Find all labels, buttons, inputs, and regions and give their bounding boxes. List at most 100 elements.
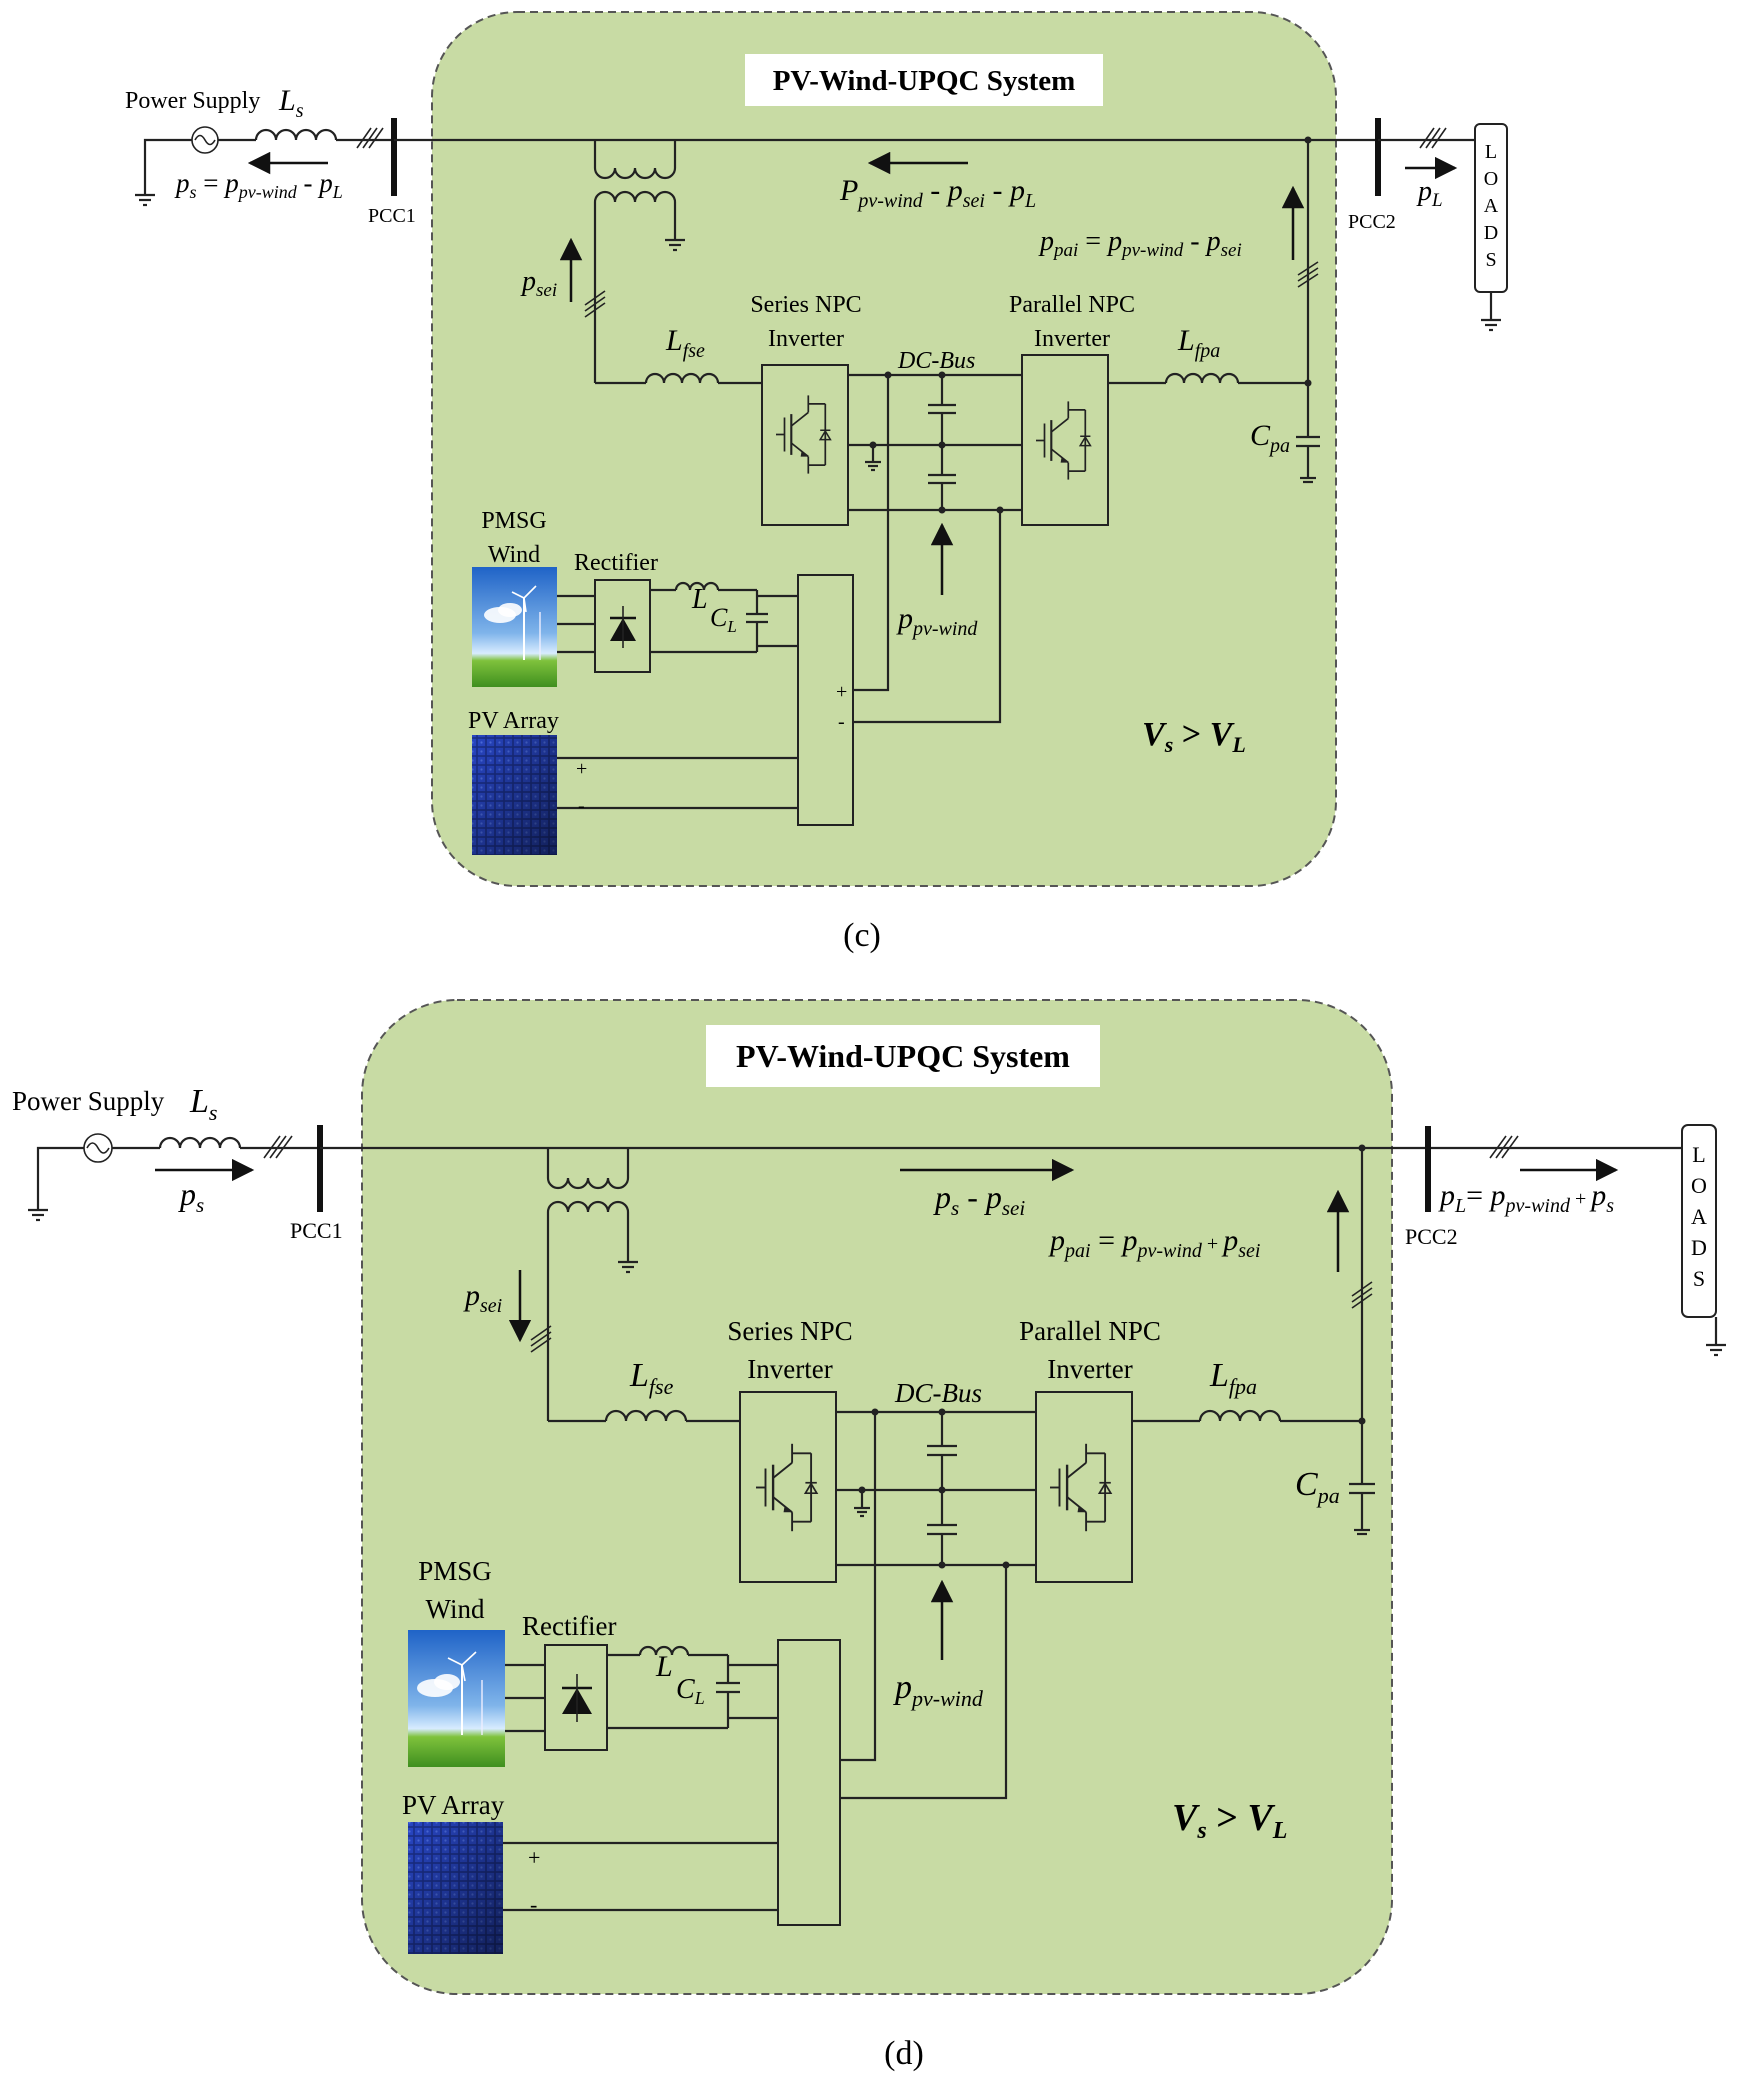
- inductor-ls-icon: [254, 128, 338, 141]
- series-inverter-box: [739, 1391, 837, 1583]
- ground-icon: [1706, 1343, 1726, 1357]
- system-panel: [431, 11, 1337, 887]
- parallel-inverter-box: [1035, 1391, 1133, 1583]
- ground-icon: [865, 445, 881, 472]
- pv-minus-label: -: [530, 1892, 537, 1917]
- source-ground-wire: [143, 138, 192, 195]
- rectifier-label: Rectifier: [574, 550, 658, 576]
- inductor-lfse-icon: [604, 1409, 688, 1422]
- pv-panel-image: [408, 1822, 503, 1954]
- ppai-label: ppai = ppv-wind + psei: [1048, 1224, 1260, 1262]
- series-transformer-icon: [546, 1148, 638, 1274]
- conv-plus-label: +: [836, 681, 847, 703]
- main-flow-label: Ppv-wind - psei - pL: [839, 174, 1036, 212]
- pcc1-label: PCC1: [290, 1218, 343, 1243]
- three-phase-mark: [1419, 127, 1447, 149]
- three-phase-mark: [1297, 261, 1319, 288]
- three-phase-mark: [1489, 1135, 1519, 1159]
- wind-turbine-image: [408, 1630, 505, 1767]
- capacitor-cl-icon: [716, 1655, 740, 1728]
- diagram-c: PV-Wind-UPQC System Power Supply Ls PCC1…: [125, 11, 1508, 954]
- inductor-lfpa-icon: [1198, 1409, 1282, 1422]
- converter-box: [777, 1639, 841, 1926]
- ground-icon: [854, 1490, 870, 1518]
- three-phase-mark: [263, 1135, 293, 1159]
- ls-symbol: L: [189, 1083, 209, 1120]
- conv-minus-label: -: [838, 711, 845, 733]
- diode-icon: [610, 606, 636, 648]
- svg-text:O: O: [1691, 1173, 1707, 1198]
- pcc1-label: PCC1: [368, 205, 416, 227]
- conv-plus-wire: [853, 375, 890, 692]
- capacitor-cpa-icon: [1349, 1478, 1375, 1536]
- three-phase-mark: [530, 1325, 552, 1353]
- converter-box: [797, 574, 854, 826]
- svg-text:S: S: [1485, 249, 1496, 271]
- ls-subscript: s: [296, 100, 304, 122]
- svg-text:O: O: [1484, 168, 1498, 190]
- caption-c: (c): [843, 917, 881, 954]
- l-label: L: [691, 584, 708, 615]
- ls-subscript: s: [209, 1100, 218, 1125]
- ppvwind-label: ppv-wind: [893, 1669, 984, 1711]
- system-title: PV-Wind-UPQC System: [736, 1038, 1070, 1074]
- pl-label: pL: [1416, 176, 1443, 211]
- inductor-lfse-icon: [644, 372, 720, 384]
- three-phase-mark: [584, 290, 606, 318]
- rectifier-box: [544, 1644, 608, 1751]
- three-phase-mark: [1351, 1281, 1373, 1309]
- svg-text:L: L: [1485, 141, 1497, 163]
- junction-dot: [938, 441, 946, 449]
- lfse-label: Lfse: [665, 324, 705, 362]
- svg-text:D: D: [1484, 222, 1498, 244]
- svg-text:S: S: [1693, 1266, 1705, 1291]
- power-supply-label: Power Supply: [125, 88, 260, 114]
- inductor-l-icon: [674, 581, 720, 591]
- dc-capacitor-icon: [928, 375, 956, 510]
- pl-equation: pL= ppv-wind + ps: [1438, 1179, 1614, 1217]
- junction-dot: [938, 1561, 946, 1569]
- lfpa-label: Lfpa: [1209, 1357, 1257, 1399]
- vs-vl-label: Vs > VL: [1172, 1797, 1287, 1844]
- power-supply-label: Power Supply: [12, 1086, 165, 1116]
- rectifier-box: [594, 579, 651, 673]
- cl-label: CL: [710, 603, 737, 636]
- rectifier-label: Rectifier: [522, 1611, 616, 1641]
- junction-dot: [938, 1408, 946, 1416]
- vs-vl-label: Vs > VL: [1142, 716, 1246, 757]
- conv-minus-wire: [840, 1565, 1008, 1800]
- pv-array-label: PV Array: [402, 1790, 505, 1820]
- loads-label: L O A D S: [1691, 1142, 1707, 1291]
- ppai-label: ppai = ppv-wind - psei: [1038, 226, 1242, 261]
- diode-icon: [562, 1674, 592, 1722]
- junction-dot: [938, 506, 946, 514]
- system-title-box: [745, 54, 1103, 106]
- inductor-l-icon: [638, 1645, 690, 1656]
- wind-turbine-image: [472, 567, 557, 687]
- lfpa-label: Lfpa: [1177, 324, 1220, 362]
- svg-text:D: D: [1691, 1235, 1707, 1260]
- ac-source-icon: [191, 126, 219, 154]
- junction-dot: [938, 371, 946, 379]
- conv-plus-wire: [840, 1412, 877, 1762]
- three-phase-mark: [356, 127, 384, 149]
- diagram-d: PV-Wind-UPQC System Power Supply Ls PCC1…: [12, 999, 1726, 2072]
- pv-plus-label: +: [576, 758, 587, 780]
- ps-equation: ps = ppv-wind - pL: [174, 168, 343, 202]
- ground-icon: [135, 193, 155, 207]
- junction-dot: [938, 1486, 946, 1494]
- ls-symbol: L: [278, 84, 296, 117]
- main-flow-label: ps - psei: [933, 1179, 1025, 1220]
- parallel-inverter-box: [1021, 354, 1109, 526]
- svg-text:A: A: [1484, 195, 1499, 217]
- ground-icon: [1481, 318, 1501, 332]
- source-ground-wire: [36, 1146, 84, 1210]
- series-transformer-icon: [593, 140, 685, 252]
- cpa-label: Cpa: [1295, 1466, 1340, 1508]
- psei-label: psei: [463, 1279, 502, 1317]
- l-label: L: [655, 1650, 673, 1683]
- dc-capacitor-icon: [927, 1412, 957, 1565]
- ps-label: ps: [178, 1176, 204, 1217]
